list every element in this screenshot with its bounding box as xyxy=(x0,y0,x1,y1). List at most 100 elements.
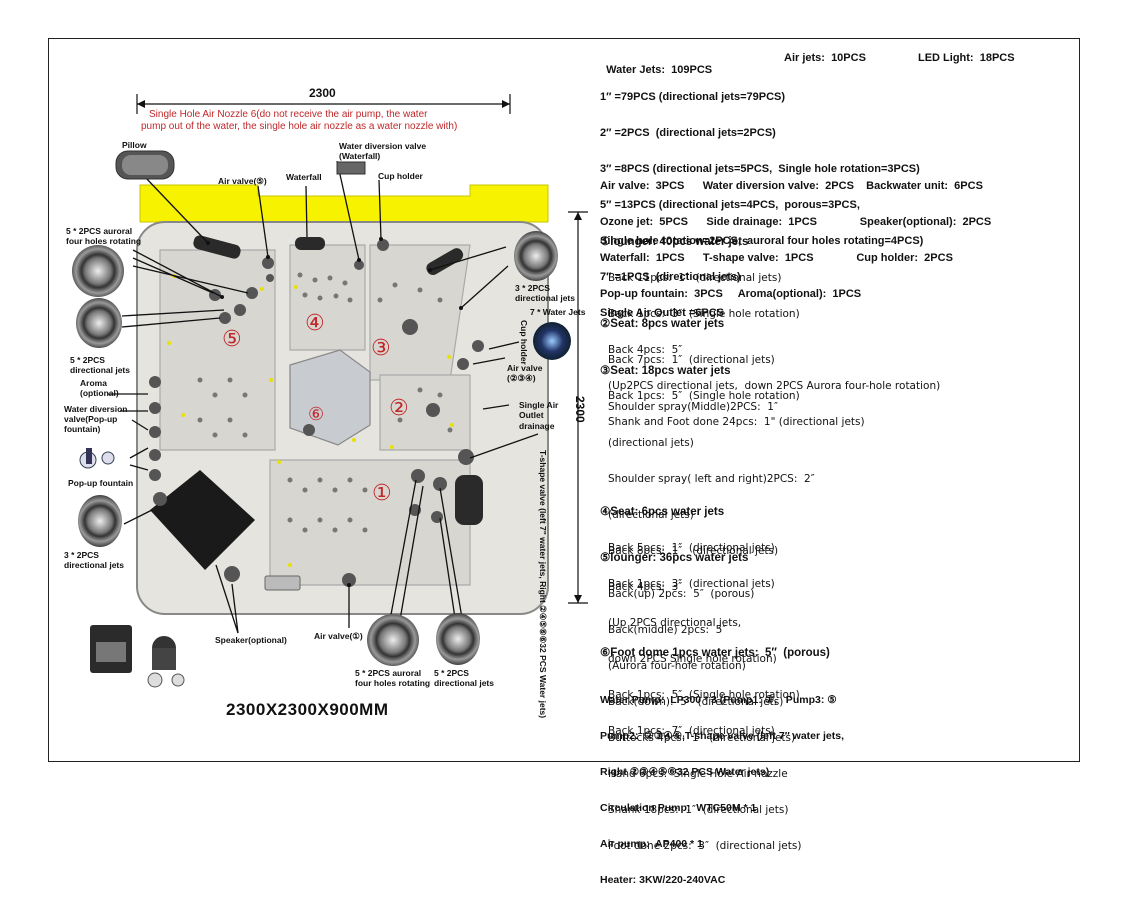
seven-inch-jet-thumbnail xyxy=(533,322,571,360)
leader-lines xyxy=(108,160,539,634)
seat-section-line: Back 1pcs: 5″ (Single hole rotation) xyxy=(608,689,800,701)
jet-line: 5″ =13PCS (directional jets=4PCS, porous… xyxy=(600,199,860,211)
aurora-left-label-2: four holes rotating xyxy=(66,236,142,246)
jet-line: 3″ =8PCS (directional jets=5PCS, Single … xyxy=(600,163,920,175)
directional-jet-thumbnail-bottom xyxy=(436,613,480,665)
jet-line: 2″ =2PCS (directional jets=2PCS) xyxy=(600,127,776,139)
foot-dome-line: ⑥Foot dome 1pcs water jets: 5″ (porous) xyxy=(600,647,830,659)
seat-section-line: Shoulder spray( left and right)2PCS: 2″ xyxy=(608,473,815,485)
pillow-label: Pillow xyxy=(122,140,147,150)
jet-line: Single Air Outlet =6PCS xyxy=(600,307,724,319)
seat-section-2: ②Seat: 8pcs water jets Back 7pcs: 1″ (di… xyxy=(600,294,800,414)
directional-left-label-2: directional jets xyxy=(70,365,130,375)
seat-section-3: ③Seat: 18pcs water jets Shoulder spray(M… xyxy=(600,341,815,749)
aroma-thumbnail xyxy=(86,448,92,464)
accessory-summary: Air valve: 3PCS Water diversion valve: 2… xyxy=(600,156,991,312)
cup-holder-top-label: Cup holder xyxy=(378,171,423,181)
aroma-label-1: Aroma xyxy=(80,378,107,388)
header-air-jets: Air jets: 10PCS xyxy=(784,52,866,64)
cup-holder-right-label: Cup holder xyxy=(519,320,529,365)
directional-right-label-1: 3 * 2PCS xyxy=(515,283,550,293)
directional-bottom-label-2: directional jets xyxy=(434,678,494,688)
directional-left-b-label-1: 3 * 2PCS xyxy=(64,550,99,560)
speaker-label: Speaker(optional) xyxy=(215,635,287,645)
seat-section-line: Back 1pcs: 5″ (Single hole rotation) xyxy=(608,390,800,402)
accessory-line: Air valve: 3PCS Water diversion valve: 2… xyxy=(600,180,983,192)
headrest-lower-right xyxy=(455,475,483,525)
seat-section-line: (Up2PCS directional jets, down 2PCS Auro… xyxy=(608,380,941,392)
accessory-line: Waterfall: 1PCS T-shape valve: 1PCS Cup … xyxy=(600,252,953,264)
equipment-line: Heater: 3KW/220-240VAC xyxy=(600,874,726,886)
air-nozzle-note-line1: Single Hole Air Nozzle 6(do not receive … xyxy=(149,109,428,120)
equipment-line: Circulation Pump: WTC50M * 1 xyxy=(600,802,757,814)
seat-section-line: Hand 6pcs: Single Hole Air nozzle xyxy=(608,768,788,780)
equipment-line: Water Pump: LP300 * 3 (Pump1: ①, Pump3: … xyxy=(600,694,837,706)
seat-section-line: Back 5pcs: 1″ (directional jets) xyxy=(608,542,775,554)
seat-number-2: ② xyxy=(389,396,409,421)
jet-line: Single hole rotation=2PCS, auroral four … xyxy=(600,235,924,247)
seat-section-line: Back(down): 5″ (directional jets) xyxy=(608,696,784,708)
overall-dimensions: 2300X2300X900MM xyxy=(226,700,389,719)
diversion-popup-label-2: valve(Pop-up xyxy=(64,414,118,424)
seat-section-title: ②Seat: 8pcs water jets xyxy=(600,318,725,330)
seat-section-line: Back 1pcs: 3″ (directional jets) xyxy=(608,578,775,590)
seat-section-line: Back 4pcs: 3″ xyxy=(608,581,683,593)
single-air-outlet-label-2: Outlet xyxy=(519,410,544,420)
seat-section-title: ③Seat: 18pcs water jets xyxy=(600,365,731,377)
equipment-line: Air pump: AP400 * 1 xyxy=(600,838,703,850)
headrest-top-mid xyxy=(295,237,325,250)
seat-number-3: ③ xyxy=(371,336,391,361)
seat-section-line: down 2PCS Single hole rotation) xyxy=(608,653,777,665)
page-border xyxy=(48,38,1080,762)
seat-section-title: ①lounger: 40pcs water jets xyxy=(600,236,749,248)
directional-bottom-label-1: 5 * 2PCS xyxy=(434,668,469,678)
seat-section-line: Shank and Foot done 24pcs: 1" (direction… xyxy=(608,416,865,428)
drainage-label: drainage xyxy=(519,421,555,431)
foot-well xyxy=(289,349,371,446)
seat-section-line: (directional jets) xyxy=(608,509,694,521)
aurora-jet-thumbnail-left xyxy=(72,245,124,297)
seat-section-line: (directional jets) xyxy=(608,437,694,449)
air-valve-234-label-2: (②③④) xyxy=(507,373,536,383)
top-dimension-line xyxy=(136,94,511,114)
waterfall-valve-thumbnail xyxy=(336,161,366,175)
jet-summary: 1″ =79PCS (directional jets=79PCS) 2″ =2… xyxy=(600,67,923,331)
single-air-outlet-label-1: Single Air xyxy=(519,400,559,410)
equipment-line: Pump2: ②③④⑥,T-shape valve (left 7″ water… xyxy=(600,730,845,742)
seat-section-line: Buttocks 4pcs: 1″ (directional jets) xyxy=(608,732,796,744)
seat-section-title: ④Seat: 6pcs water jets xyxy=(600,506,725,518)
directional-jet-thumbnail-left-lower xyxy=(78,495,122,547)
aurora-bottom-label-2: four holes rotating xyxy=(355,678,431,688)
seat-section-line: (Up 2PCS directional jets, xyxy=(608,617,742,629)
control-panel xyxy=(264,575,301,591)
black-pillow xyxy=(150,470,255,570)
seat-section-4: ④Seat: 6pcs water jets Back 5pcs: 1″ (di… xyxy=(600,482,775,602)
seat-section-line: Back 8pcs: 1″ (directional jets) xyxy=(608,545,779,557)
diversion-popup-label-1: Water diversion xyxy=(64,404,128,414)
aurora-bottom-label-1: 5 * 2PCS auroral xyxy=(355,668,422,678)
header-led-light: LED Light: 18PCS xyxy=(918,52,1015,64)
seat-number-1: ① xyxy=(372,481,392,506)
small-jet-dots xyxy=(197,272,453,533)
right-dimension-line xyxy=(568,211,588,604)
tshape-valve-vertical-label: T-shape valve (left 7" water jets, Right… xyxy=(538,450,548,719)
right-dimension-label: 2300 xyxy=(573,396,587,423)
aurora-left-label-1: 5 * 2PCS auroral xyxy=(66,226,133,236)
directional-right-label-2: directional jets xyxy=(515,293,575,303)
directional-jet-thumbnail-right xyxy=(514,231,558,281)
headrest-top-left xyxy=(193,235,241,259)
aroma-label-2: (optional) xyxy=(80,388,119,398)
equipment-summary: Water Pump: LP300 * 3 (Pump1: ①, Pump3: … xyxy=(600,670,844,898)
air-valve-1-label: Air valve(①) xyxy=(314,631,363,641)
waterfall-label: Waterfall xyxy=(286,172,322,182)
seat-number-5: ⑤ xyxy=(222,327,242,352)
seat-section-line: Back 1pcs: 3″ (Single hole rotation) xyxy=(608,308,800,320)
accessory-line: Pop-up fountain: 3PCS Aroma(optional): 1… xyxy=(600,288,862,300)
water-jets xyxy=(149,239,484,587)
spec-header: Water Jets: 109PCS Air jets: 10PCS LED L… xyxy=(600,52,1014,100)
seat-section-line: Back(middle) 2pcs: 5″ xyxy=(608,624,727,636)
seat-section-line: Shoulder spray(Middle)2PCS: 1″ xyxy=(608,401,778,413)
equipment-line: Right ②③④⑤⑥32 PCS Water jets) xyxy=(600,766,770,778)
seven-inch-jets-label: 7 * Water Jets xyxy=(530,307,586,317)
popup-fountain-label: Pop-up fountain xyxy=(68,478,134,488)
